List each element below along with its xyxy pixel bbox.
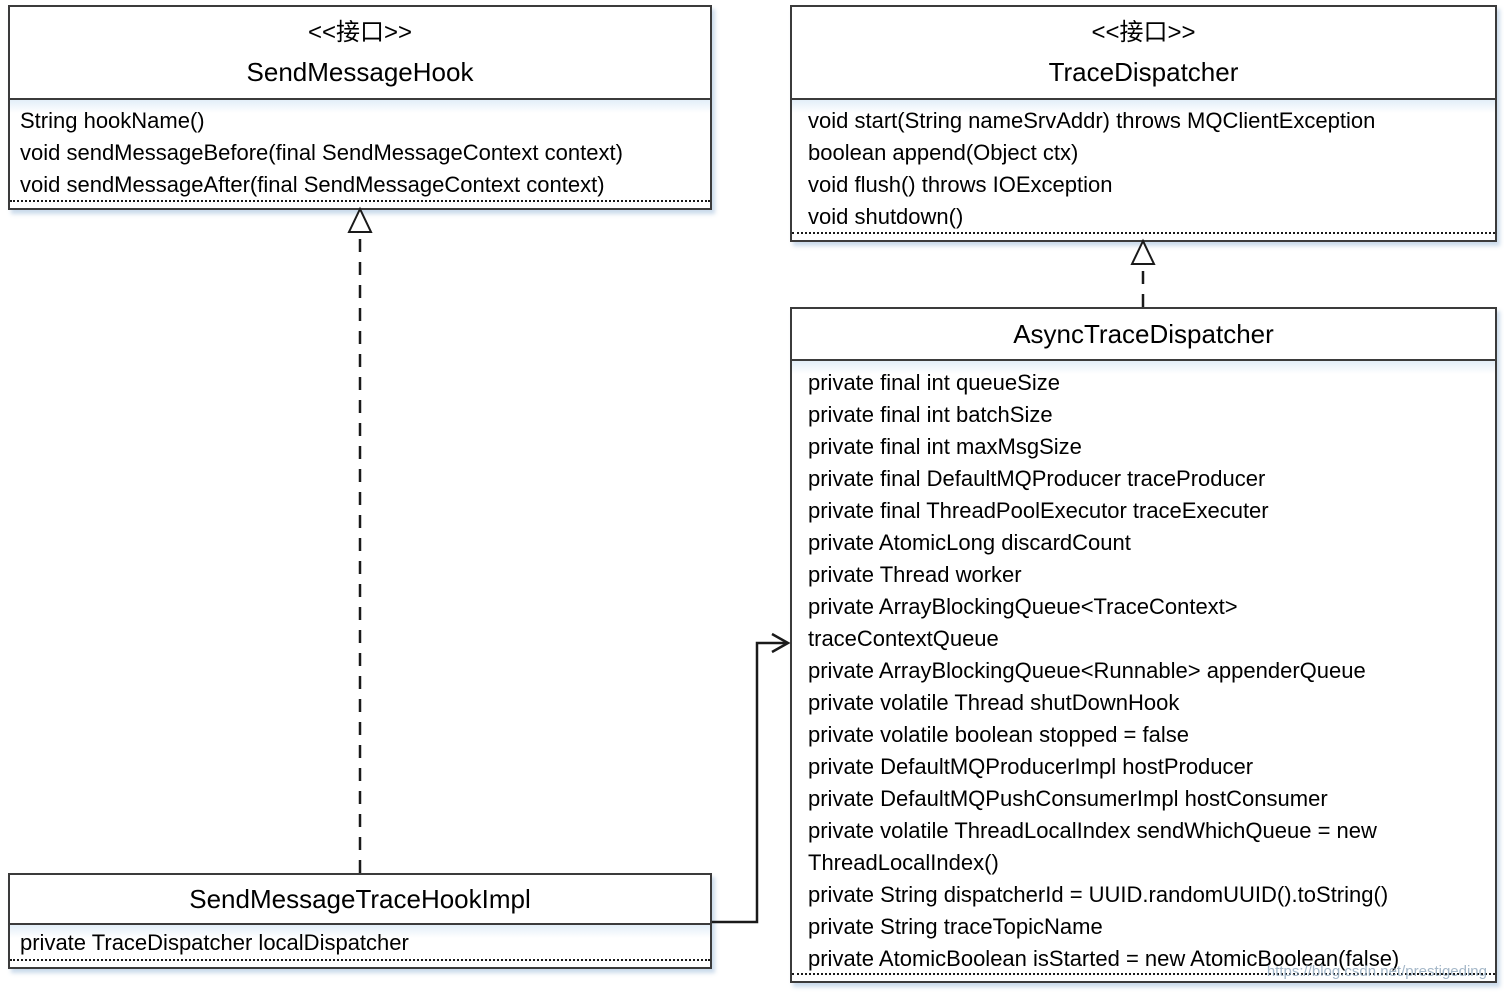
realization-arrow-tracedispatcher — [1130, 238, 1156, 307]
class-name: AsyncTraceDispatcher — [1013, 319, 1274, 349]
class-box-trace-dispatcher: <<接口>> TraceDispatcher void start(String… — [790, 5, 1497, 242]
hollow-triangle-icon — [1130, 238, 1156, 265]
compartment-divider — [10, 200, 710, 208]
class-title-compartment: <<接口>> TraceDispatcher — [792, 7, 1495, 100]
compartment-divider — [10, 959, 710, 967]
association-arrow-asynctracedispatcher — [712, 632, 791, 924]
open-arrowhead-icon — [771, 632, 791, 654]
member-line: private final DefaultMQProducer tracePro… — [808, 466, 1266, 491]
member-line: private AtomicLong discardCount — [808, 530, 1131, 555]
member-line: void shutdown() — [808, 204, 964, 229]
member-line: private DefaultMQProducerImpl hostProduc… — [808, 754, 1254, 779]
members-compartment: private final int queueSize private final… — [792, 361, 1495, 973]
member-line: void sendMessageAfter(final SendMessageC… — [20, 172, 605, 197]
member-line: void start(String nameSrvAddr) throws MQ… — [808, 108, 1376, 133]
class-title-compartment: <<接口>> SendMessageHook — [10, 7, 710, 100]
member-line: private TraceDispatcher localDispatcher — [20, 930, 409, 955]
member-line: private String dispatcherId = UUID.rando… — [808, 882, 1389, 907]
member-line: private final int queueSize — [808, 370, 1060, 395]
class-box-async-trace-dispatcher: AsyncTraceDispatcher private final int q… — [790, 307, 1497, 983]
member-line: traceContextQueue — [808, 626, 999, 651]
compartment-divider — [792, 973, 1495, 981]
members-compartment: private TraceDispatcher localDispatcher — [10, 925, 710, 959]
class-name: SendMessageTraceHookImpl — [189, 884, 531, 914]
member-line: String hookName() — [20, 108, 205, 133]
member-line: private DefaultMQPushConsumerImpl hostCo… — [808, 786, 1328, 811]
csdn-watermark: https://blog.csdn.net/prestigeding — [1266, 963, 1487, 980]
member-line: void sendMessageBefore(final SendMessage… — [20, 140, 623, 165]
member-line: void flush() throws IOException — [808, 172, 1113, 197]
member-line: boolean append(Object ctx) — [808, 140, 1079, 165]
class-box-send-message-hook: <<接口>> SendMessageHook String hookName()… — [8, 5, 712, 210]
member-line: private ArrayBlockingQueue<TraceContext> — [808, 594, 1238, 619]
member-line: ThreadLocalIndex() — [808, 850, 999, 875]
member-line: private final ThreadPoolExecutor traceEx… — [808, 498, 1269, 523]
members-compartment: void start(String nameSrvAddr) throws MQ… — [792, 100, 1495, 232]
member-line: private final int batchSize — [808, 402, 1053, 427]
member-line: private Thread worker — [808, 562, 1022, 587]
member-line: private ArrayBlockingQueue<Runnable> app… — [808, 658, 1366, 683]
class-name: TraceDispatcher — [1048, 56, 1239, 87]
members-compartment: String hookName() void sendMessageBefore(… — [10, 100, 710, 200]
class-box-send-message-trace-hook-impl: SendMessageTraceHookImpl private TraceDi… — [8, 873, 712, 969]
class-title-compartment: SendMessageTraceHookImpl — [10, 875, 710, 925]
class-title-compartment: AsyncTraceDispatcher — [792, 309, 1495, 361]
member-line: private String traceTopicName — [808, 914, 1103, 939]
member-line: private volatile ThreadLocalIndex sendWh… — [808, 818, 1377, 843]
member-line: private volatile Thread shutDownHook — [808, 690, 1180, 715]
compartment-divider — [792, 232, 1495, 240]
class-name: SendMessageHook — [246, 56, 474, 87]
member-line: private final int maxMsgSize — [808, 434, 1082, 459]
stereotype-label: <<接口>> — [307, 18, 413, 46]
member-line: private AtomicBoolean isStarted = new At… — [808, 946, 1400, 971]
stereotype-label: <<接口>> — [1091, 18, 1196, 46]
member-line: private volatile boolean stopped = false — [808, 722, 1189, 747]
realization-arrow-sendmessagehook — [347, 206, 373, 873]
hollow-triangle-icon — [347, 206, 373, 233]
